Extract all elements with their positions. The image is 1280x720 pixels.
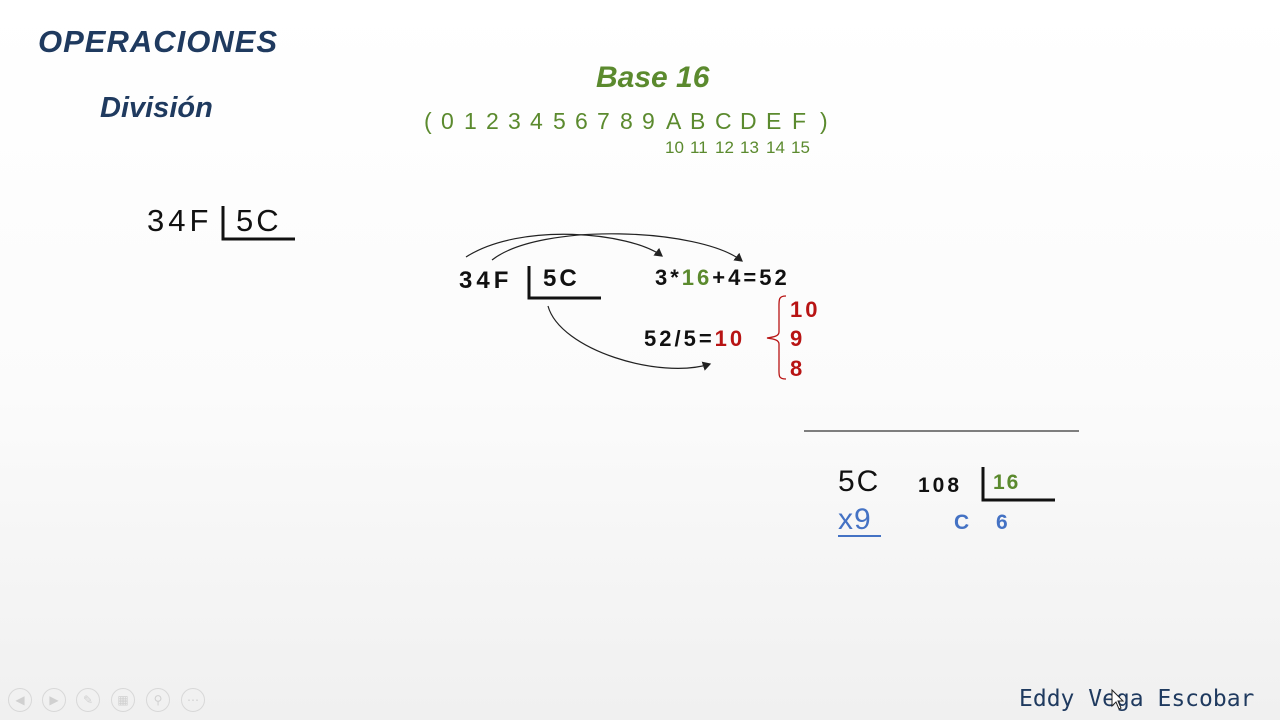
slides-icon[interactable]: ▦ bbox=[111, 688, 135, 712]
conversion-dividend: 108 bbox=[918, 474, 963, 497]
first-dividend: 34F bbox=[147, 203, 213, 238]
hex-digit: 9 bbox=[642, 108, 655, 134]
candidate-item: 9 bbox=[790, 326, 803, 351]
hex-digit: 3 bbox=[508, 108, 521, 134]
hex-digit: 6 bbox=[575, 108, 588, 134]
base-title: Base 16 bbox=[596, 61, 710, 94]
conversion-prefix: 3* bbox=[655, 265, 682, 290]
multiplication-bottom: x9 bbox=[838, 503, 872, 536]
prev-icon[interactable]: ◀ bbox=[8, 688, 32, 712]
arc-arrow bbox=[491, 233, 743, 262]
hex-digit: 1 bbox=[464, 108, 477, 134]
conversion-base: 16 bbox=[681, 265, 713, 290]
division-bracket bbox=[527, 266, 601, 300]
hex-digit: A bbox=[666, 108, 682, 134]
hex-value: 10 bbox=[665, 138, 684, 157]
hex-digit: 5 bbox=[553, 108, 566, 134]
division-bracket bbox=[221, 206, 295, 241]
hex-digit: F bbox=[792, 108, 807, 134]
estimate-result: 10 bbox=[714, 326, 746, 351]
conversion-step: 3*16+4=52 bbox=[655, 265, 790, 291]
hex-digit: ( bbox=[424, 108, 432, 134]
candidates-brace bbox=[766, 295, 787, 380]
division-bracket bbox=[981, 467, 1055, 502]
page-title: OPERACIONES bbox=[38, 24, 279, 59]
hex-digit: ) bbox=[820, 108, 828, 134]
conversion-remainder: C bbox=[954, 511, 970, 534]
section-subtitle: División bbox=[100, 92, 213, 124]
arc-arrow bbox=[465, 233, 663, 258]
hex-digit: 8 bbox=[620, 108, 633, 134]
zoom-icon[interactable]: ⚲ bbox=[146, 688, 170, 712]
hex-digit: 0 bbox=[441, 108, 454, 134]
second-divisor: 5C bbox=[543, 265, 580, 292]
hex-digit: D bbox=[740, 108, 757, 134]
hex-digit: 4 bbox=[530, 108, 543, 134]
hex-digit: C bbox=[715, 108, 732, 134]
conversion-suffix: +4=52 bbox=[712, 265, 790, 290]
hex-digit: B bbox=[690, 108, 706, 134]
arc-arrow bbox=[547, 305, 712, 371]
pen-icon[interactable]: ✎ bbox=[76, 688, 100, 712]
more-icon[interactable]: ⋯ bbox=[181, 688, 205, 712]
hex-value: 14 bbox=[766, 138, 785, 157]
author-credit: Eddy Vega Escobar bbox=[1019, 686, 1255, 712]
estimate-prefix: 52/5= bbox=[644, 326, 715, 351]
hex-value: 12 bbox=[715, 138, 734, 157]
hex-digit: E bbox=[766, 108, 782, 134]
hex-value: 15 bbox=[791, 138, 810, 157]
multiplication-top: 5C bbox=[838, 465, 881, 498]
conversion-quotient: 6 bbox=[996, 511, 1008, 534]
hex-value: 11 bbox=[690, 138, 708, 157]
candidate-item: 10 bbox=[790, 297, 821, 322]
conversion-divisor: 16 bbox=[993, 471, 1021, 494]
hex-digit: 2 bbox=[486, 108, 499, 134]
first-divisor: 5C bbox=[236, 203, 282, 238]
hex-digit: 7 bbox=[597, 108, 610, 134]
next-icon[interactable]: ▶ bbox=[42, 688, 66, 712]
second-dividend: 34F bbox=[459, 267, 513, 294]
hex-value: 13 bbox=[740, 138, 759, 157]
estimate-step: 52/5=10 bbox=[644, 326, 745, 352]
candidate-item: 8 bbox=[790, 356, 803, 381]
